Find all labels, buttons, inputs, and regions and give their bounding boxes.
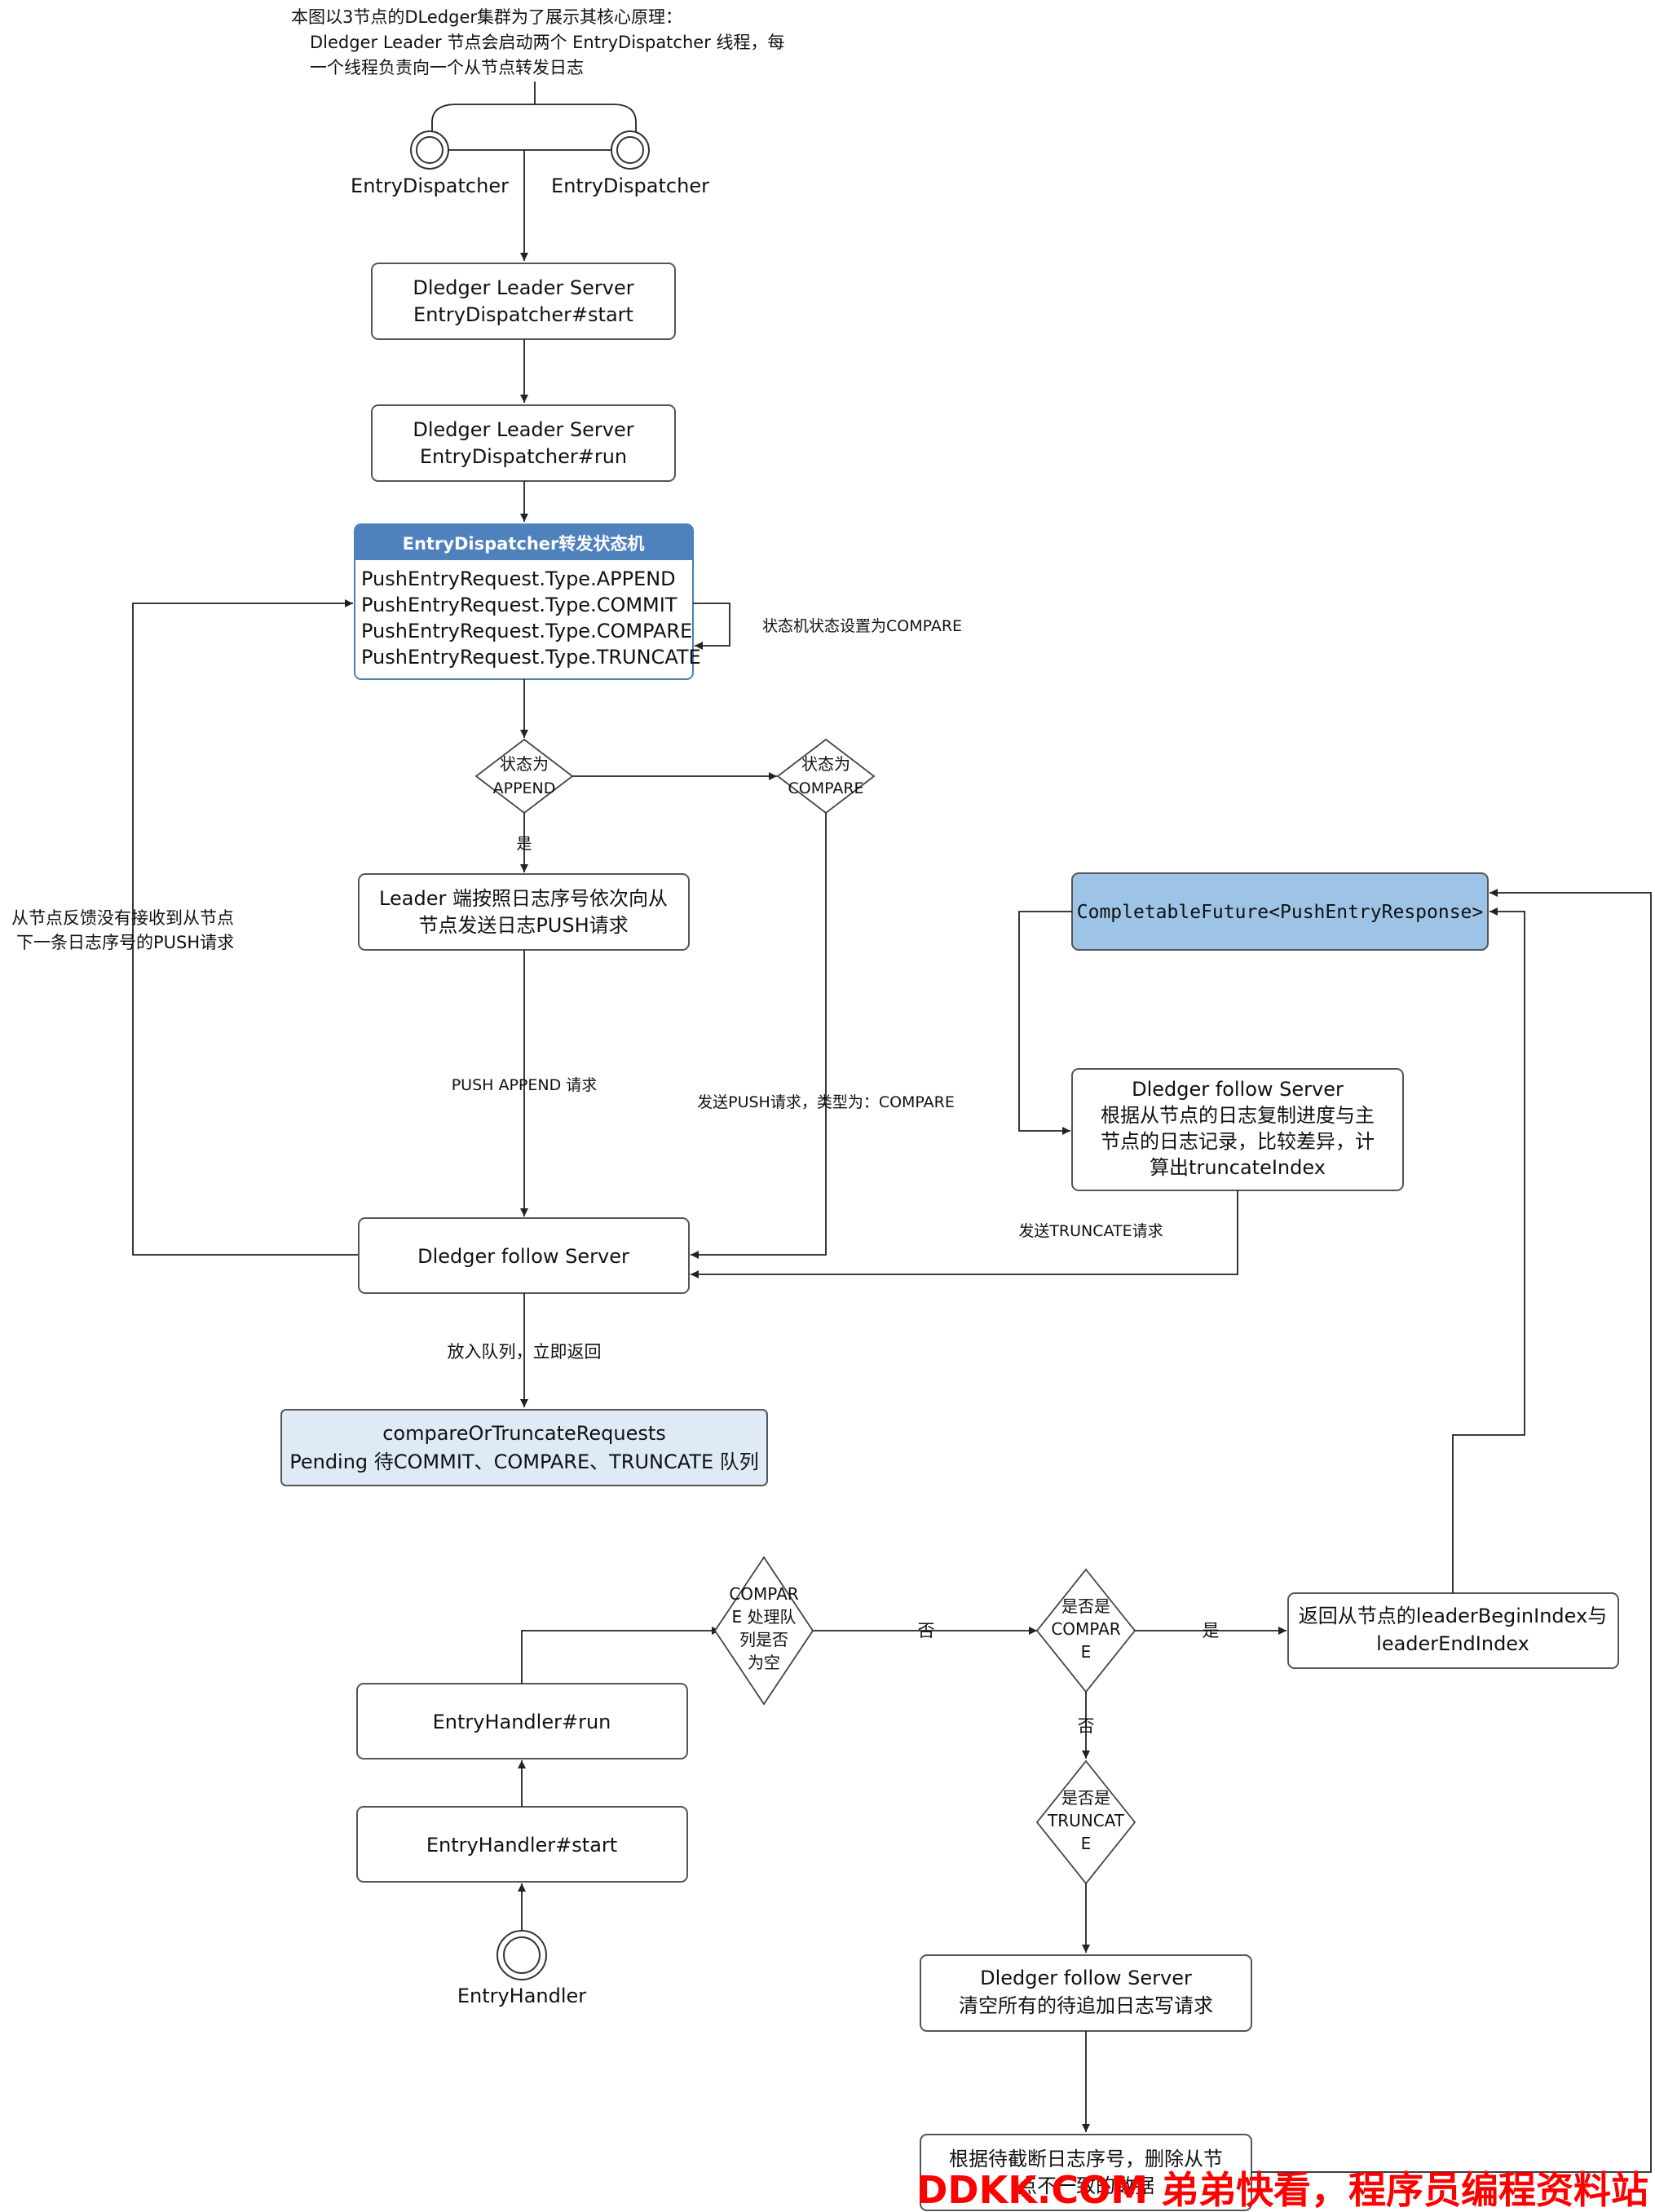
- entry-dispatcher-right-label: EntryDispatcher: [551, 174, 709, 197]
- state-item-append: PushEntryRequest.Type.APPEND: [361, 567, 676, 590]
- decision-is-compare-yes-label: 是: [1203, 1621, 1220, 1640]
- decision-is-compare-no-label: 否: [1078, 1716, 1095, 1736]
- decision-queue-line-3: 列是否: [739, 1630, 788, 1649]
- decision-queue-no-label: 否: [918, 1621, 935, 1640]
- follow-clear-box: Dledger follow Server 清空所有的待追加日志写请求: [920, 1954, 1252, 2032]
- entry-dispatcher-left-node: [410, 130, 449, 170]
- entry-dispatcher-right-node: [611, 130, 650, 170]
- follow-compare-line-3: 节点的日志记录，比较差异，计: [1101, 1130, 1375, 1153]
- entry-handler-label: EntryHandler: [457, 1985, 586, 2007]
- decision-append-yes-label: 是: [516, 835, 532, 853]
- return-line-1: 返回从节点的leaderBeginIndex与: [1299, 1605, 1607, 1627]
- state-machine-self-loop: [693, 603, 730, 650]
- feedback-label-line-1: 从节点反馈没有接收到从节点: [11, 908, 234, 928]
- leader-send-line-1: Leader 端按照日志序号依次向从: [379, 887, 668, 910]
- state-item-compare: PushEntryRequest.Type.COMPARE: [361, 620, 692, 642]
- state-item-commit: PushEntryRequest.Type.COMMIT: [361, 594, 677, 616]
- decision-compare-line-2: COMPARE: [788, 779, 863, 797]
- leader-run-line-2: EntryDispatcher#run: [420, 445, 627, 468]
- decision-queue-empty: COMPAR E 处理队 列是否 为空: [713, 1556, 814, 1706]
- leader-start-line-2: EntryDispatcher#start: [413, 303, 633, 326]
- decision-append: 状态为 APPEND: [474, 738, 574, 815]
- decision-compare-line-1: 状态为: [801, 754, 850, 774]
- leader-send-box: Leader 端按照日志序号依次向从 节点发送日志PUSH请求: [358, 873, 690, 951]
- edge-return-to-future: [1452, 907, 1525, 1593]
- follow-compare-line-2: 根据从节点的日志复制进度与主: [1101, 1104, 1375, 1127]
- intro-line-2: Dledger Leader 节点会启动两个 EntryDispatcher 线…: [310, 33, 785, 52]
- decision-compare: 状态为 COMPARE: [776, 738, 876, 815]
- state-machine-title: EntryDispatcher转发状态机: [403, 534, 645, 554]
- truncate-send-label: 发送TRUNCATE请求: [1018, 1222, 1163, 1240]
- decision-append-line-1: 状态为: [500, 754, 549, 774]
- leader-start-box: Dledger Leader Server EntryDispatcher#st…: [371, 263, 676, 340]
- return-line-2: leaderEndIndex: [1376, 1632, 1529, 1655]
- decision-is-truncate: 是否是 TRUNCAT E: [1035, 1759, 1136, 1885]
- edge-run-to-queue-check: [521, 1627, 720, 1684]
- completable-future-box: CompletableFuture<PushEntryResponse>: [1071, 872, 1489, 951]
- handler-run-box: EntryHandler#run: [356, 1683, 688, 1759]
- intro-line-1: 本图以3节点的DLedger集群为了展示其核心原理：: [291, 7, 682, 27]
- brace-right: [535, 104, 637, 155]
- queue-line-2: Pending 待COMMIT、COMPARE、TRUNCATE 队列: [289, 1450, 759, 1473]
- leader-start-line-1: Dledger Leader Server: [413, 276, 633, 299]
- state-machine-box: EntryDispatcher转发状态机 PushEntryRequest.Ty…: [354, 523, 701, 680]
- follow-compare-line-1: Dledger follow Server: [1132, 1078, 1344, 1101]
- decision-is-truncate-line-3: E: [1081, 1834, 1092, 1853]
- completable-future-text: CompletableFuture<PushEntryResponse>: [1077, 902, 1484, 923]
- self-loop-label: 状态机状态设置为COMPARE: [762, 617, 962, 635]
- decision-queue-line-4: 为空: [748, 1653, 780, 1672]
- leader-send-line-2: 节点发送日志PUSH请求: [418, 914, 628, 937]
- push-append-label: PUSH APPEND 请求: [452, 1076, 598, 1094]
- state-item-truncate: PushEntryRequest.Type.TRUNCATE: [361, 646, 701, 669]
- intro-line-3: 一个线程负责向一个从节点转发日志: [310, 58, 584, 77]
- truncate-line-1: 根据待截断日志序号，删除从节: [949, 2148, 1223, 2170]
- edge-push-compare: [691, 813, 827, 1259]
- handler-start-box: EntryHandler#start: [356, 1806, 688, 1883]
- edge-truncate-to-future: [1251, 889, 1652, 2173]
- return-box: 返回从节点的leaderBeginIndex与 leaderEndIndex: [1287, 1592, 1619, 1669]
- edge-send-truncate: [691, 1190, 1238, 1278]
- truncate-line-2: 点不一致的数据: [1017, 2174, 1154, 2197]
- feedback-label-line-2: 下一条日志序号的PUSH请求: [16, 933, 234, 952]
- truncate-box: 根据待截断日志序号，删除从节 点不一致的数据: [920, 2134, 1252, 2211]
- queue-box: compareOrTruncateRequests Pending 待COMMI…: [280, 1409, 768, 1486]
- entry-dispatcher-left-label: EntryDispatcher: [351, 174, 509, 197]
- follow-compare-line-4: 算出truncateIndex: [1150, 1156, 1326, 1179]
- decision-is-compare-line-3: E: [1081, 1642, 1092, 1662]
- decision-queue-line-2: E 处理队: [732, 1607, 797, 1627]
- enqueue-label: 放入队列，立即返回: [448, 1342, 602, 1362]
- follow-server-text: Dledger follow Server: [417, 1245, 629, 1268]
- entry-handler-node: [496, 1930, 547, 1980]
- decision-queue-line-1: COMPAR: [729, 1584, 798, 1604]
- leader-run-box: Dledger Leader Server EntryDispatcher#ru…: [371, 404, 676, 482]
- queue-line-1: compareOrTruncateRequests: [382, 1422, 666, 1445]
- edge-feedback-loop: [132, 599, 359, 1256]
- handler-run-text: EntryHandler#run: [433, 1711, 611, 1733]
- decision-append-line-2: APPEND: [493, 779, 556, 797]
- decision-is-truncate-line-1: 是否是: [1061, 1788, 1110, 1808]
- leader-run-line-1: Dledger Leader Server: [413, 418, 633, 441]
- handler-start-text: EntryHandler#start: [426, 1834, 617, 1857]
- follow-clear-line-2: 清空所有的待追加日志写请求: [959, 1994, 1213, 2017]
- decision-is-truncate-line-2: TRUNCAT: [1047, 1811, 1125, 1830]
- brace-left: [431, 82, 536, 155]
- follow-clear-line-1: Dledger follow Server: [980, 1967, 1192, 1989]
- push-compare-label: 发送PUSH请求，类型为：COMPARE: [697, 1093, 955, 1111]
- edge-future-to-compare: [1018, 911, 1072, 1135]
- decision-is-compare-line-1: 是否是: [1061, 1596, 1110, 1616]
- follow-compare-box: Dledger follow Server 根据从节点的日志复制进度与主 节点的…: [1071, 1068, 1404, 1191]
- decision-is-compare-line-2: COMPAR: [1051, 1619, 1120, 1639]
- follow-server-box: Dledger follow Server: [358, 1217, 690, 1294]
- watermark-text: DDKK.COM 弟弟快看，程序员编程资料站: [916, 2168, 1648, 2212]
- decision-is-compare: 是否是 COMPAR E: [1035, 1568, 1136, 1693]
